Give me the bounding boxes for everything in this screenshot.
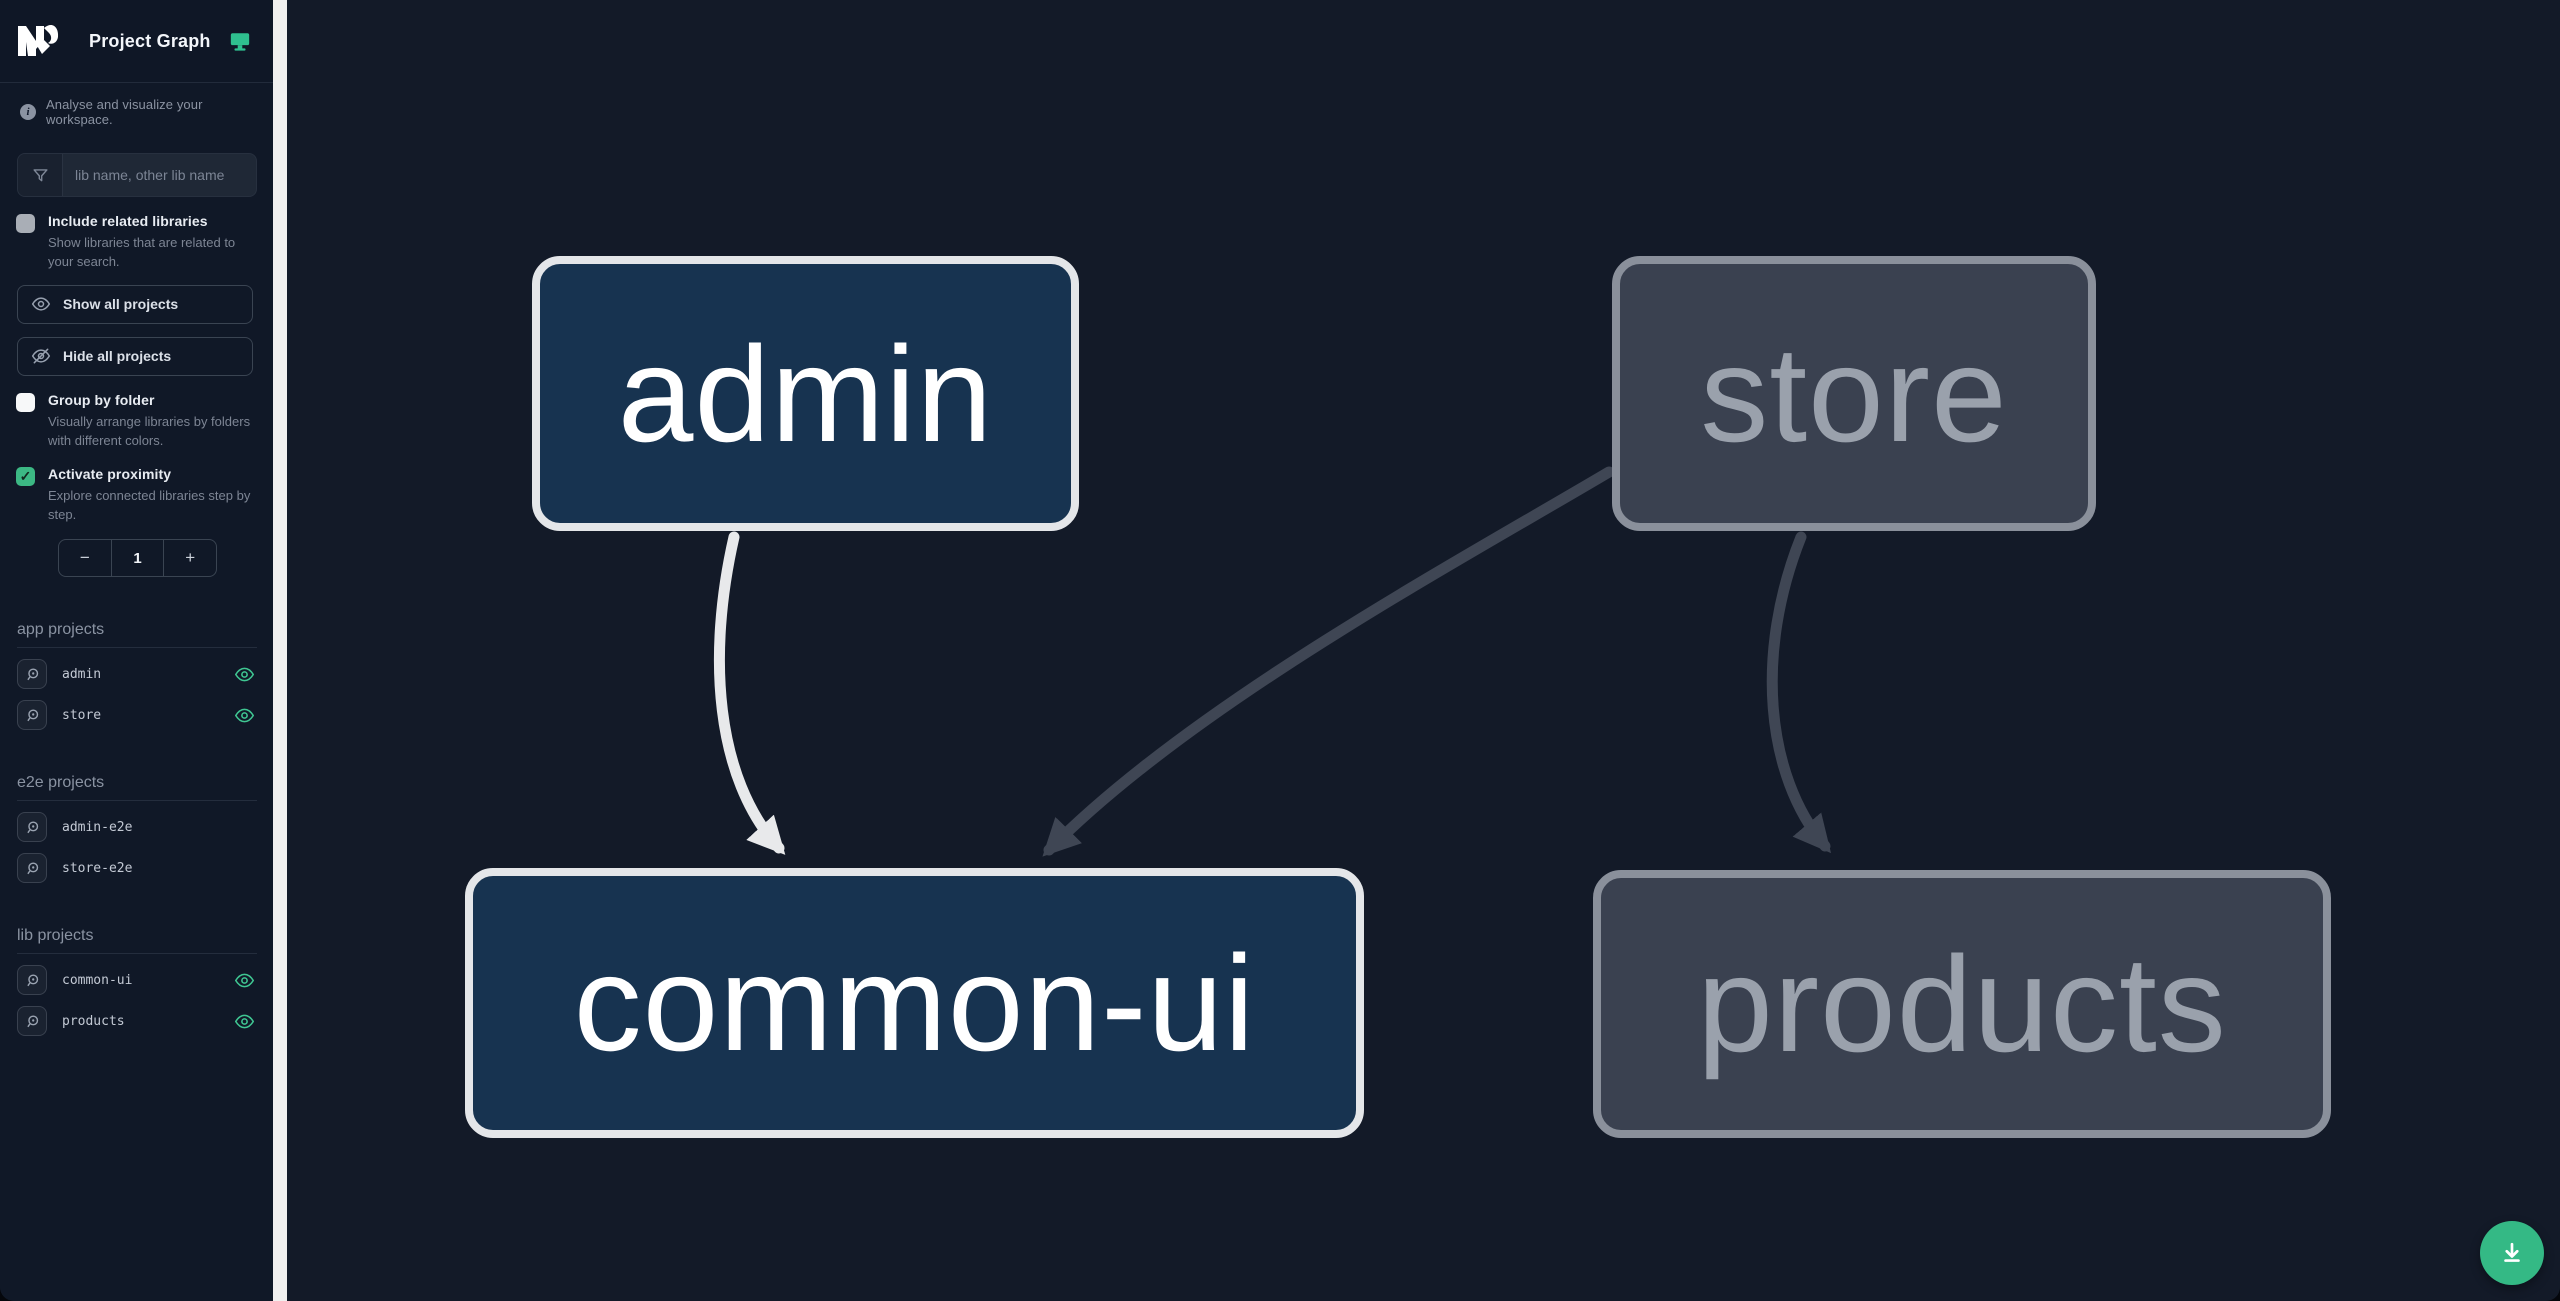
workspace-tagline: i Analyse and visualize your workspace. (0, 83, 273, 139)
edge-store-to-common-ui (1042, 466, 1615, 857)
option-activate-proximity[interactable]: Activate proximity Explore connected lib… (16, 466, 257, 525)
toggle-visibility-eye-icon[interactable] (232, 968, 257, 993)
info-icon: i (20, 104, 36, 120)
project-row-admin-e2e: admin-e2e (17, 812, 257, 843)
project-row-admin: admin (17, 659, 257, 690)
node-label: store (1700, 317, 2008, 470)
focus-project-button[interactable] (17, 1006, 47, 1037)
focus-project-button[interactable] (17, 812, 47, 843)
search-input[interactable] (63, 154, 256, 196)
focus-project-button[interactable] (17, 659, 47, 690)
section-title: app projects (17, 621, 257, 649)
funnel-filter-icon (18, 154, 63, 196)
section-app-projects: app projects admin (17, 621, 257, 731)
focus-project-button[interactable] (17, 965, 47, 996)
toggle-visibility-eye-icon[interactable] (232, 1009, 257, 1034)
project-name: store (62, 707, 102, 723)
graph-node-admin[interactable]: admin (532, 256, 1079, 531)
option-label: Activate proximity (48, 466, 172, 483)
checkbox-unchecked-icon[interactable] (16, 392, 35, 412)
option-label: Group by folder (48, 391, 155, 408)
checkbox-unchecked-icon[interactable] (16, 214, 35, 233)
sidebar-scrollbar[interactable] (273, 0, 287, 1301)
focus-project-icon (26, 821, 38, 833)
section-title: lib projects (17, 927, 257, 955)
project-name: products (62, 1013, 125, 1029)
project-row-common-ui: common-ui (17, 965, 257, 996)
sidebar-header: Project Graph (0, 0, 273, 83)
edge-store-to-products (1766, 531, 1832, 854)
show-all-projects-button[interactable]: Show all projects (17, 284, 253, 324)
toggle-visibility-eye-icon[interactable] (232, 703, 257, 728)
proximity-depth-value: 1 (133, 549, 142, 567)
download-graph-button[interactable] (2480, 1221, 2544, 1285)
project-name: admin (62, 666, 102, 682)
checkbox-checked-icon[interactable] (16, 467, 35, 487)
graph-canvas[interactable]: admin store common-ui products (287, 0, 2560, 1301)
option-description: Explore connected libraries step by step… (48, 488, 251, 523)
graph-node-products[interactable]: products (1593, 870, 2331, 1138)
focus-project-icon (26, 1015, 38, 1027)
option-label: Include related libraries (48, 213, 208, 229)
option-description: Visually arrange libraries by folders wi… (48, 413, 251, 448)
option-group-by-folder[interactable]: Group by folder Visually arrange librari… (16, 392, 257, 451)
download-icon (2504, 1242, 2520, 1262)
graph-edges (713, 466, 1832, 857)
option-include-related[interactable]: Include related libraries Show libraries… (16, 213, 257, 272)
focus-project-icon (26, 974, 38, 986)
focus-project-button[interactable] (17, 853, 47, 884)
edge-admin-to-common-ui (713, 531, 786, 855)
section-lib-projects: lib projects common-ui (17, 927, 257, 1037)
project-name: store-e2e (62, 860, 133, 876)
node-label: products (1697, 928, 2227, 1080)
proximity-depth-stepper: − 1 + (58, 539, 217, 578)
toggle-visibility-eye-icon[interactable] (232, 662, 257, 687)
focus-project-icon (26, 709, 38, 721)
sidebar-content: i Analyse and visualize your workspace. … (0, 83, 273, 1301)
project-filter (17, 153, 257, 197)
sidebar: Project Graph i Analyse and visualize yo… (0, 0, 273, 1301)
hide-all-projects-button[interactable]: Hide all projects (17, 336, 253, 376)
project-name: admin-e2e (62, 819, 133, 835)
project-row-products: products (17, 1006, 257, 1037)
eye-icon (31, 297, 51, 311)
decrement-button[interactable]: − (59, 540, 112, 577)
focus-project-icon (26, 668, 38, 680)
page-title: Project Graph (89, 30, 211, 51)
section-e2e-projects: e2e projects admin-e2e stor (17, 774, 257, 884)
project-row-store-e2e: store-e2e (17, 853, 257, 884)
project-row-store: store (17, 700, 257, 731)
focus-project-button[interactable] (17, 700, 47, 731)
eye-off-icon (31, 348, 51, 364)
section-title: e2e projects (17, 774, 257, 802)
nx-logo-icon (16, 19, 62, 63)
graph-node-store[interactable]: store (1612, 256, 2096, 531)
node-label: common-ui (573, 927, 1256, 1079)
desktop-monitor-icon[interactable] (229, 31, 251, 52)
project-name: common-ui (62, 972, 133, 988)
option-description: Show libraries that are related to your … (48, 235, 236, 269)
node-label: admin (617, 317, 994, 470)
focus-project-icon (26, 862, 38, 874)
graph-node-common-ui[interactable]: common-ui (465, 868, 1364, 1138)
increment-button[interactable]: + (163, 540, 216, 577)
